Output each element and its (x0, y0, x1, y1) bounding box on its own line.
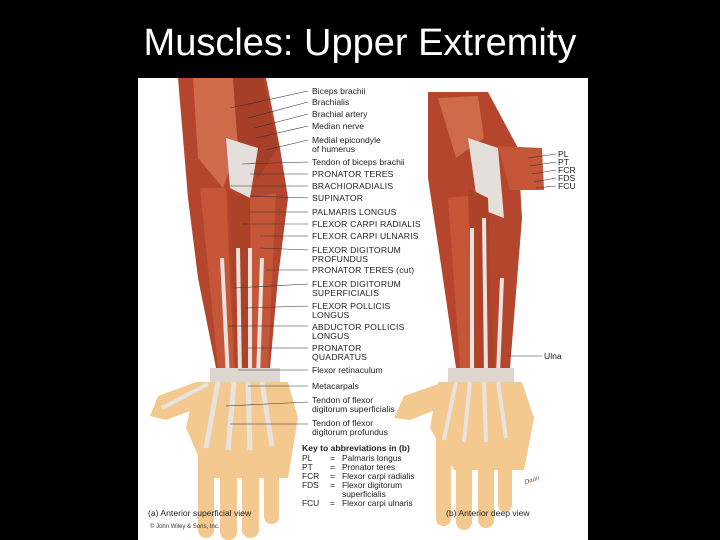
key-meaning: Flexor digitorum (342, 480, 403, 490)
key-abbr: PT (302, 462, 313, 472)
label-superficialis: SUPERFICIALIS (312, 288, 380, 298)
label-ulna: Ulna (544, 351, 562, 361)
label-flexor-retinaculum: Flexor retinaculum (312, 365, 383, 375)
label-flexor-digitorum-2: FLEXOR DIGITORUM (312, 279, 401, 289)
key-meaning: Flexor carpi ulnaris (342, 498, 413, 508)
label-longus-2: LONGUS (312, 331, 350, 341)
label-brachioradialis: BRACHIORADIALIS (312, 181, 394, 191)
label-median-nerve: Median nerve (312, 121, 365, 131)
label-flexor-digitorum-1: FLEXOR DIGITORUM (312, 245, 401, 255)
label-pronator-teres-cut: PRONATOR TERES (cut) (312, 265, 415, 275)
key-meaning: Flexor carpi radialis (342, 471, 415, 481)
key-abbr: FCU (302, 498, 320, 508)
label-pt: PT (558, 157, 569, 167)
label-tendon-fdp-1: Tendon of flexor (312, 418, 374, 428)
key-eq: = (330, 480, 335, 490)
key-abbr: FDS (302, 480, 319, 490)
key-row: PT = Pronator teres (302, 463, 395, 472)
label-medial-epicondyle: Medial epicondyle (312, 135, 381, 145)
label-biceps-brachii: Biceps brachii (312, 86, 366, 96)
key-abbr: FCR (302, 471, 320, 481)
key-eq: = (330, 453, 335, 463)
left-arm-illustration (150, 78, 298, 540)
key-row: FCU = Flexor carpi ulnaris (302, 499, 413, 508)
label-longus-1: LONGUS (312, 310, 350, 320)
label-palmaris-longus: PALMARIS LONGUS (312, 207, 397, 217)
key-meaning: Pronator teres (342, 462, 396, 472)
label-brachialis: Brachialis (312, 97, 350, 107)
label-tendon-biceps: Tendon of biceps brachii (312, 157, 405, 167)
right-arm-illustration (394, 92, 544, 530)
label-flexor-carpi-ulnaris: FLEXOR CARPI ULNARIS (312, 231, 419, 241)
label-fcu: FCU (558, 181, 576, 191)
label-abductor-pollicis: ABDUCTOR POLLICIS (312, 322, 405, 332)
key-row: PL = Palmaris longus (302, 454, 402, 463)
label-fds: FDS (558, 173, 576, 183)
label-supinator: SUPINATOR (312, 193, 364, 203)
key-meaning: superficialis (342, 489, 386, 499)
key-row: FDS = Flexor digitorum (302, 481, 402, 490)
right-leader-lines (508, 153, 557, 357)
copyright: © John Wiley & Sons, Inc. (150, 524, 220, 530)
anatomy-figure: Biceps brachii Brachialis Brachial arter… (138, 78, 588, 540)
key-eq: = (330, 471, 335, 481)
label-flexor-carpi-radialis: FLEXOR CARPI RADIALIS (312, 219, 421, 229)
key-abbr: PL (302, 453, 313, 463)
label-brachial-artery: Brachial artery (312, 109, 368, 119)
label-pl: PL (558, 149, 569, 159)
label-flexor-pollicis: FLEXOR POLLICIS (312, 301, 391, 311)
label-pronator: PRONATOR (312, 343, 362, 353)
key-eq: = (330, 498, 335, 508)
left-leader-lines (225, 90, 309, 425)
label-quadratus: QUADRATUS (312, 352, 368, 362)
forearm-illustration (150, 78, 557, 540)
label-metacarpals: Metacarpals (312, 381, 359, 391)
label-of-humerus: of humerus (312, 144, 355, 154)
key-meaning: Palmaris longus (342, 453, 402, 463)
key-row: FCR = Flexor carpi radialis (302, 472, 415, 481)
label-tendon-fds-1: Tendon of flexor (312, 395, 374, 405)
label-fcr: FCR (558, 165, 576, 175)
label-pronator-teres: PRONATOR TERES (312, 169, 394, 179)
label-tendon-fds-2: digitorum superficialis (312, 404, 395, 414)
label-profundus: PROFUNDUS (312, 254, 369, 264)
slide-title: Muscles: Upper Extremity (143, 22, 577, 64)
caption-b: (b) Anterior deep view (446, 508, 530, 518)
key-row: superficialis (302, 490, 386, 499)
caption-a: (a) Anterior superficial view (148, 508, 252, 518)
label-tendon-fdp-2: digitorum profundus (312, 427, 388, 437)
key-title: Key to abbreviations in (b) (302, 443, 410, 453)
key-eq: = (330, 462, 335, 472)
